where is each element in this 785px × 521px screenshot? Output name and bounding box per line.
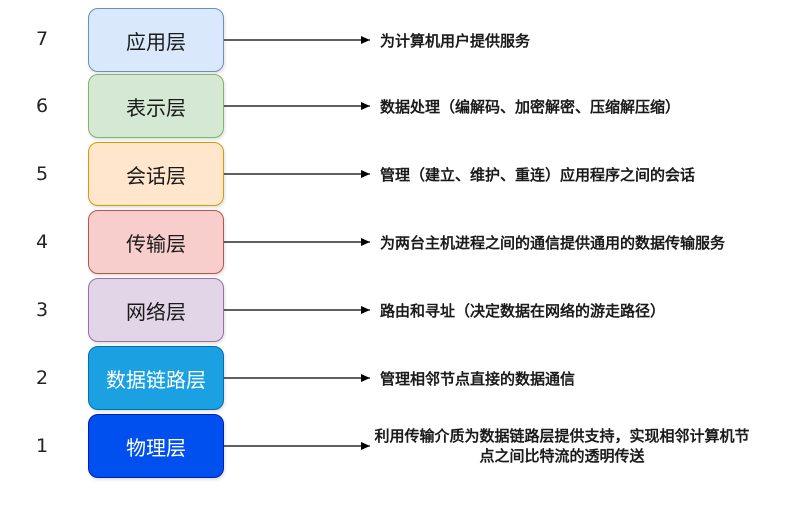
layer-box-transport: 传输层 — [88, 210, 224, 274]
layer-number: 1 — [35, 435, 49, 457]
layer-number: 4 — [35, 231, 49, 253]
layer-box-data-link: 数据链路层 — [88, 346, 224, 410]
layer-box-physical: 物理层 — [88, 414, 224, 478]
layer-description: 管理（建立、维护、重连）应用程序之间的会话 — [380, 166, 696, 184]
layer-name: 应用层 — [126, 29, 186, 54]
layer-name: 传输层 — [126, 231, 186, 256]
layer-box-application: 应用层 — [88, 8, 224, 72]
layer-name: 数据链路层 — [106, 367, 206, 392]
layer-name: 会话层 — [126, 163, 186, 188]
layer-box-network: 网络层 — [88, 278, 224, 342]
layer-box-presentation: 表示层 — [88, 74, 224, 138]
layer-number: 3 — [35, 299, 49, 321]
layer-description: 路由和寻址（决定数据在网络的游走路径） — [380, 302, 666, 320]
layer-number: 7 — [35, 28, 49, 50]
layer-description: 数据处理（编解码、加密解密、压缩解压缩） — [380, 98, 681, 116]
layer-name: 网络层 — [126, 299, 186, 324]
layer-number: 2 — [35, 367, 49, 389]
layer-number: 5 — [35, 163, 49, 185]
layer-number: 6 — [35, 95, 49, 117]
layer-box-session: 会话层 — [88, 142, 224, 206]
layer-description: 利用传输介质为数据链路层提供支持，实现相邻计算机节点之间比特流的透明传送 — [374, 427, 750, 465]
layer-description: 管理相邻节点直接的数据通信 — [380, 370, 576, 388]
layer-description: 为两台主机进程之间的通信提供通用的数据传输服务 — [380, 234, 726, 252]
layer-name: 表示层 — [126, 95, 186, 120]
layer-name: 物理层 — [126, 435, 186, 460]
layer-description: 为计算机用户提供服务 — [380, 32, 531, 50]
